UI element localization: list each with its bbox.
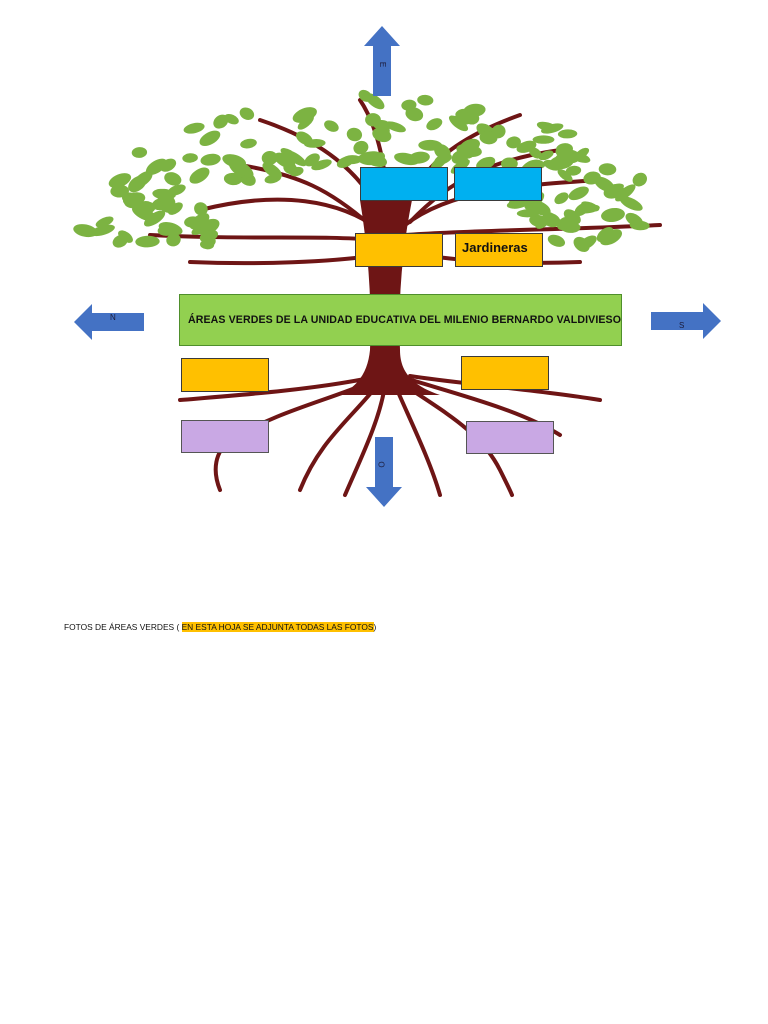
leaf xyxy=(345,126,363,143)
leaf xyxy=(424,116,444,133)
arrow-down-icon xyxy=(366,437,402,507)
leaf xyxy=(131,146,147,158)
leaf xyxy=(342,155,362,164)
leaf xyxy=(566,184,590,203)
arrow-left-label: N xyxy=(110,313,116,322)
leaf xyxy=(417,94,434,106)
leaf xyxy=(533,135,555,143)
branch xyxy=(150,235,375,240)
leaf xyxy=(238,105,257,122)
root xyxy=(300,382,380,490)
arrow-up-label: E xyxy=(378,62,387,67)
orange-box-bottom-right xyxy=(461,356,549,390)
blue-box-right xyxy=(454,167,542,201)
purple-box-right xyxy=(466,421,554,454)
branch xyxy=(200,200,380,230)
caption-suffix: ) xyxy=(374,622,377,632)
leaf xyxy=(182,153,198,163)
jardineras-box: Jardineras xyxy=(455,233,543,267)
leaf xyxy=(546,232,567,249)
arrow-left-icon xyxy=(74,304,144,340)
leaf xyxy=(600,206,626,223)
caption-prefix: FOTOS DE ÁREAS VERDES ( xyxy=(64,622,182,632)
root xyxy=(395,385,440,495)
leaf xyxy=(322,118,340,134)
orange-box-bottom-left xyxy=(181,358,269,392)
leaf xyxy=(558,129,578,139)
title-box: ÁREAS VERDES DE LA UNIDAD EDUCATIVA DEL … xyxy=(179,294,622,346)
blue-box-left xyxy=(360,167,448,201)
page-title: ÁREAS VERDES DE LA UNIDAD EDUCATIVA DEL … xyxy=(188,314,621,326)
leaf xyxy=(187,164,213,187)
arrow-right-icon xyxy=(651,303,721,339)
caption-highlight: EN ESTA HOJA SE ADJUNTA TODAS LAS FOTOS xyxy=(182,622,374,632)
leaf xyxy=(200,152,222,167)
branch xyxy=(190,255,380,263)
leaf xyxy=(183,121,206,136)
leaf xyxy=(552,190,570,207)
leaf xyxy=(239,138,257,150)
orange-box-top-left xyxy=(355,233,443,267)
arrow-down-label: O xyxy=(377,461,386,467)
arrow-right-label: S xyxy=(679,321,684,330)
photos-caption: FOTOS DE ÁREAS VERDES ( EN ESTA HOJA SE … xyxy=(64,622,376,632)
purple-box-left xyxy=(181,420,269,453)
leaf xyxy=(598,163,616,176)
